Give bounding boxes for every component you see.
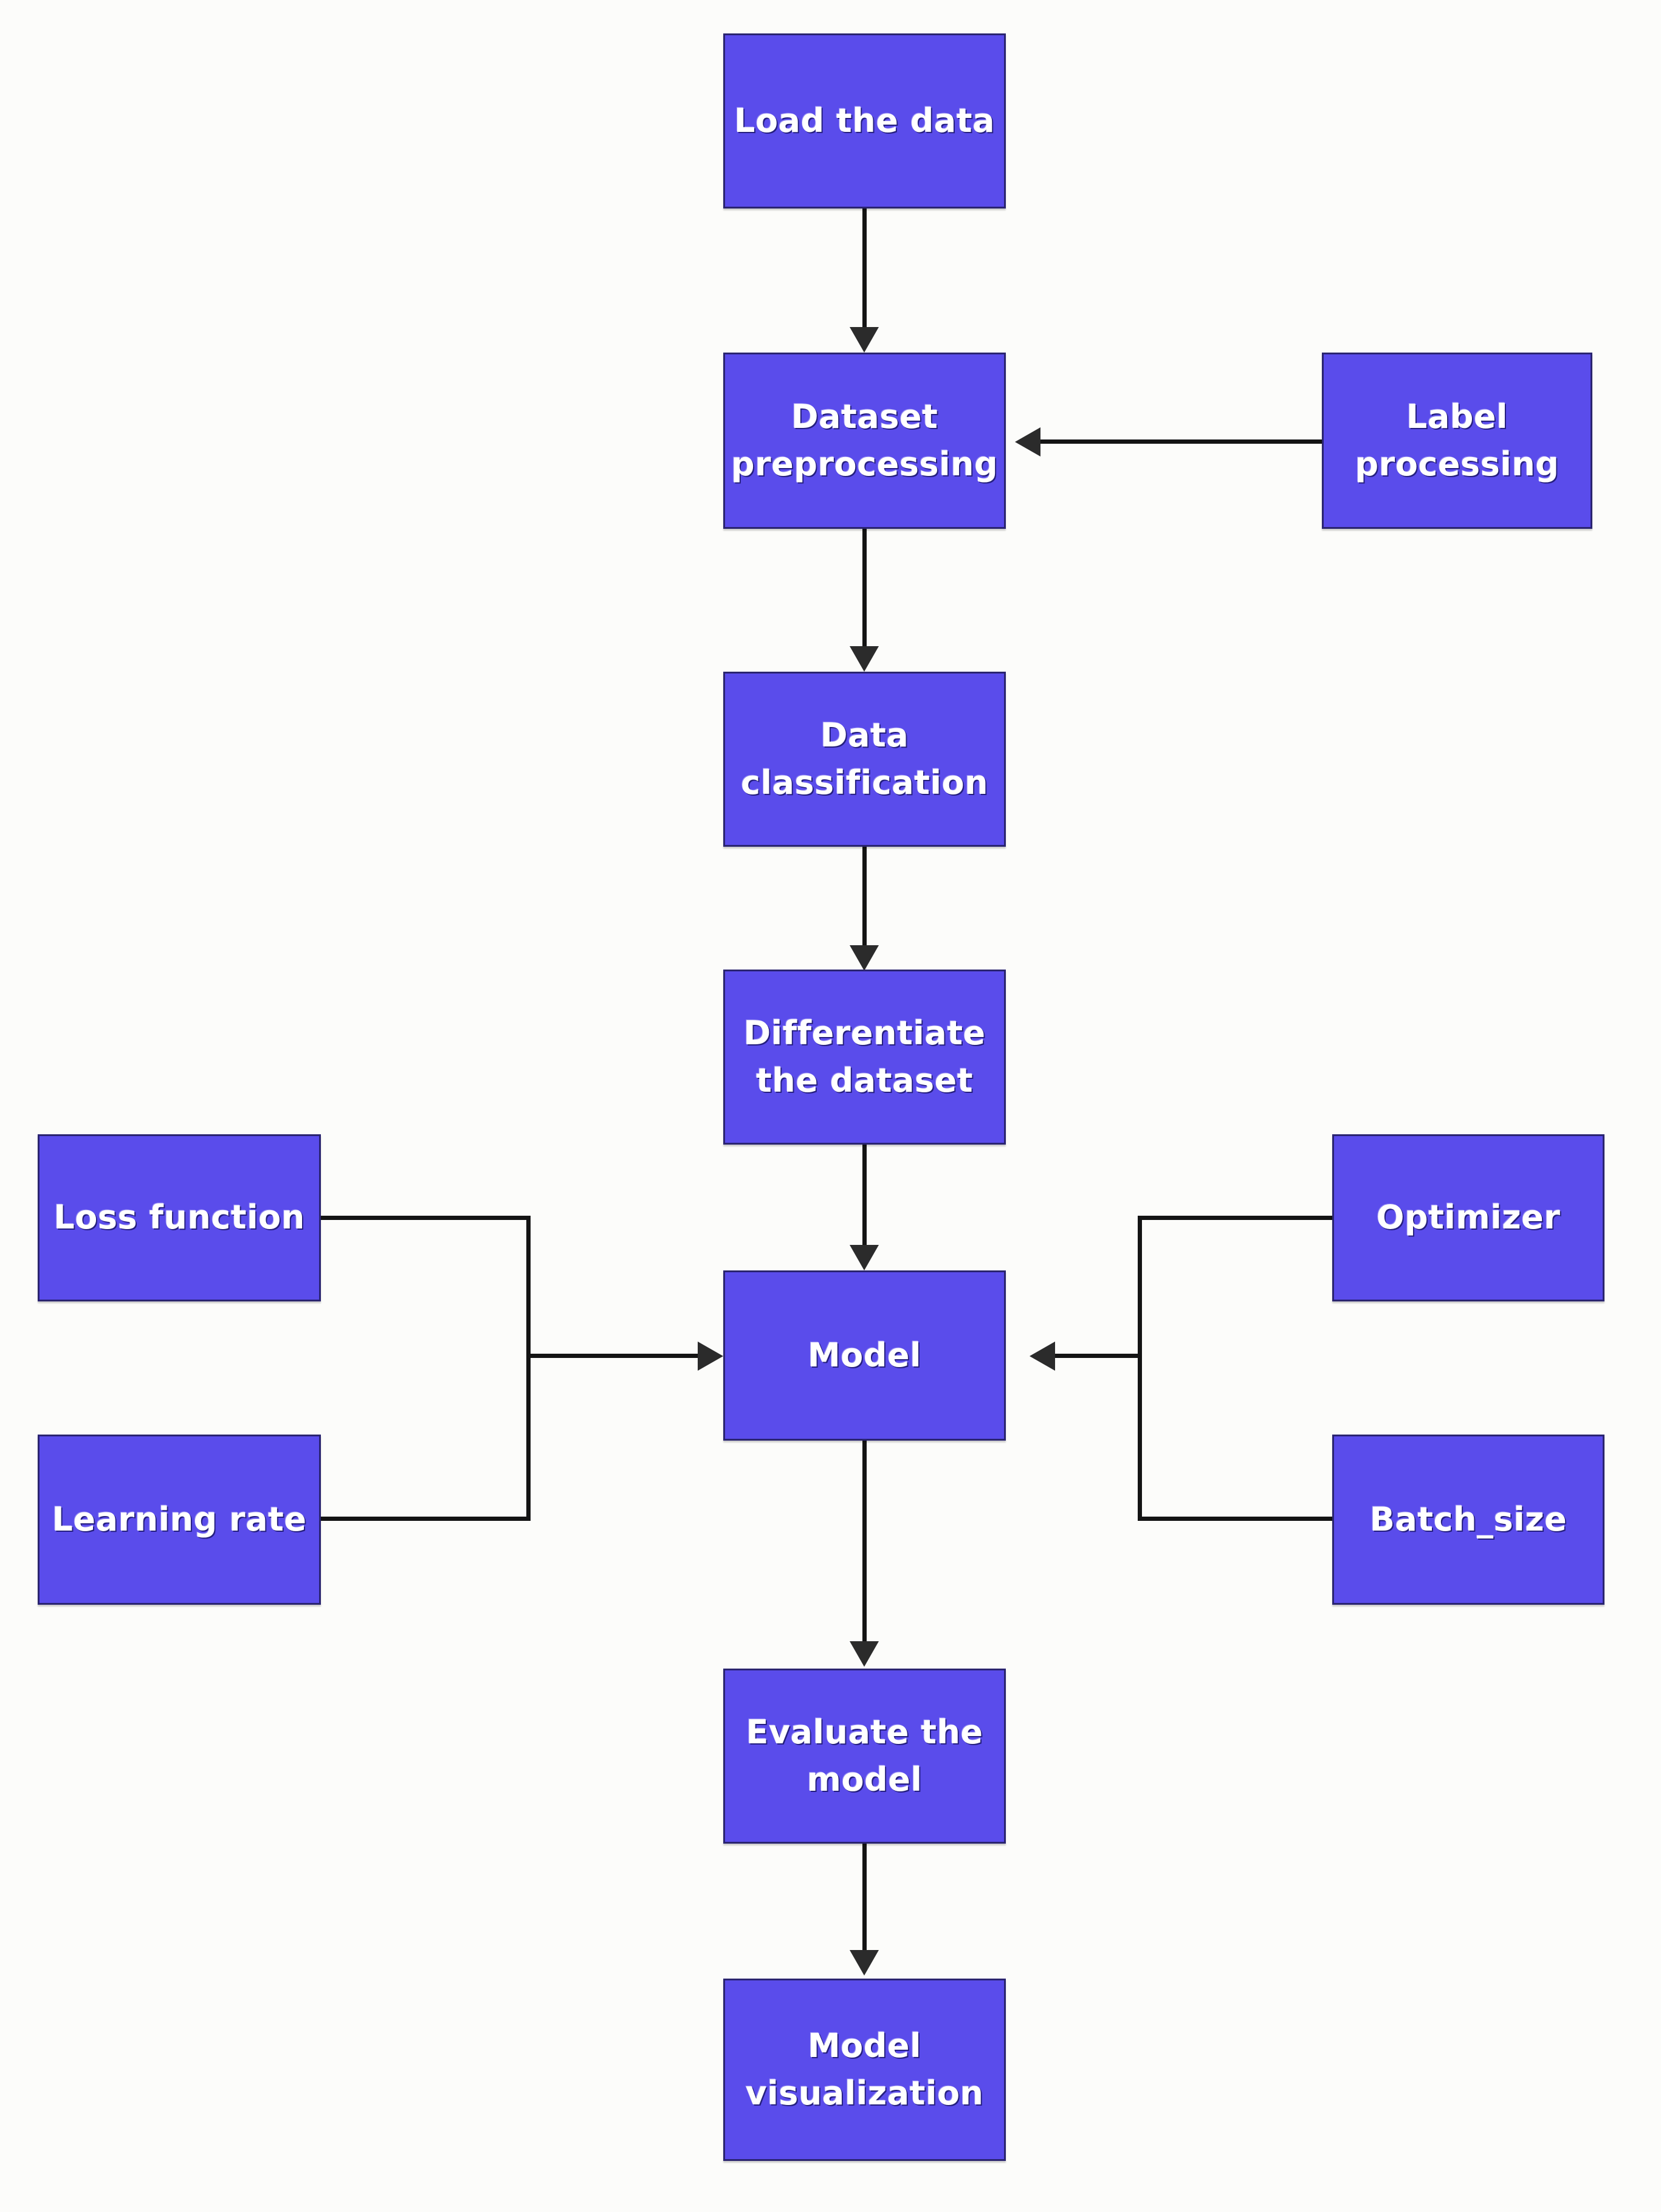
node-label-line: the dataset [755, 1061, 974, 1100]
edge-right-group-to-model-line [1055, 1354, 1141, 1358]
node-label-line: Dataset [791, 397, 938, 436]
node-label-processing[interactable]: Label processing [1322, 353, 1592, 529]
edge-left-group-to-model-arrow [698, 1342, 723, 1371]
edge-preprocessing-to-classification-line [862, 529, 867, 650]
node-label-line: Model [807, 2026, 922, 2065]
edge-classification-to-differentiate-arrow [850, 945, 879, 971]
node-learning-rate[interactable]: Learning rate [38, 1435, 321, 1605]
edge-differentiate-to-model-line [862, 1145, 867, 1249]
node-label-line: Model [807, 1335, 922, 1374]
edge-preprocessing-to-classification-arrow [850, 646, 879, 672]
node-model-visualization[interactable]: Model visualization [723, 1979, 1006, 2161]
edge-load-to-preprocessing-line [862, 208, 867, 330]
edge-right-group-bus [1138, 1216, 1142, 1521]
edge-classification-to-differentiate-line [862, 847, 867, 949]
edge-label-to-preprocessing-arrow [1015, 427, 1040, 457]
node-label-line: preprocessing [731, 445, 999, 483]
edge-left-group-bus [526, 1216, 531, 1521]
node-label-line: classification [740, 763, 989, 802]
node-differentiate-the-dataset[interactable]: Differentiate the dataset [723, 970, 1006, 1145]
node-label-line: Learning rate [52, 1500, 307, 1538]
edge-evaluate-to-visualization-arrow [850, 1950, 879, 1976]
edge-learning-rate-stub [321, 1517, 531, 1521]
edge-differentiate-to-model-arrow [850, 1245, 879, 1270]
node-dataset-preprocessing[interactable]: Dataset preprocessing [723, 353, 1006, 529]
edge-load-to-preprocessing-arrow [850, 327, 879, 353]
node-label-line: Load the data [734, 101, 995, 140]
edge-loss-function-stub [321, 1216, 531, 1220]
node-batch-size[interactable]: Batch_size [1332, 1435, 1604, 1605]
edge-right-group-to-model-arrow [1030, 1342, 1055, 1371]
node-label-line: Loss function [53, 1198, 305, 1237]
node-label-line: Evaluate the [746, 1712, 983, 1751]
node-model[interactable]: Model [723, 1270, 1006, 1441]
edge-left-group-to-model-line [526, 1354, 700, 1358]
edge-model-to-evaluate-line [862, 1441, 867, 1646]
node-optimizer[interactable]: Optimizer [1332, 1134, 1604, 1301]
node-label-line: visualization [745, 2074, 984, 2112]
node-label-line: Differentiate [743, 1013, 986, 1052]
edge-optimizer-stub [1138, 1216, 1335, 1220]
node-label-line: Batch_size [1369, 1500, 1567, 1538]
node-loss-function[interactable]: Loss function [38, 1134, 321, 1301]
edge-label-to-preprocessing-line [1040, 439, 1323, 444]
node-label-line: processing [1355, 445, 1560, 483]
node-label-line: Label [1406, 397, 1508, 436]
node-label-line: Data [820, 715, 909, 754]
node-label-line: Optimizer [1376, 1198, 1561, 1237]
node-load-the-data[interactable]: Load the data [723, 33, 1006, 208]
node-data-classification[interactable]: Data classification [723, 672, 1006, 847]
node-label-line: model [806, 1760, 923, 1799]
node-evaluate-the-model[interactable]: Evaluate the model [723, 1669, 1006, 1844]
edge-model-to-evaluate-arrow [850, 1641, 879, 1667]
edge-evaluate-to-visualization-line [862, 1844, 867, 1953]
edge-batch-size-stub [1138, 1517, 1335, 1521]
